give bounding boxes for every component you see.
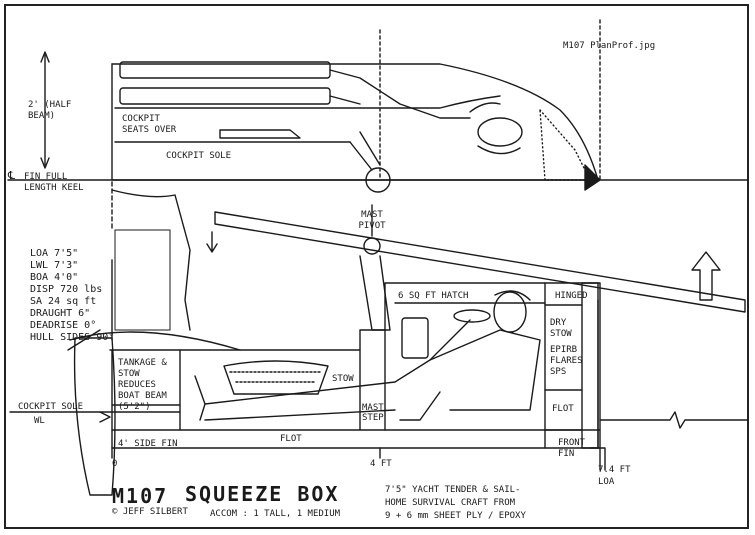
fin-keel-label: FIN FULL LENGTH KEEL [24, 172, 84, 193]
rudder [67, 329, 241, 496]
cockpit-seats-label: COCKPIT SEATS OVER [122, 114, 177, 135]
spec-lwl: LWL 7'3" [30, 260, 79, 271]
description-line-2: HOME SURVIVAL CRAFT FROM [385, 498, 516, 508]
profile-figure [194, 290, 541, 421]
spec-loa: LOA 7'5" [30, 248, 79, 259]
mast-step-label: MAST STEP [362, 403, 384, 423]
side-fin-label: 4' SIDE FIN [118, 439, 178, 449]
spec-list: LOA 7'5" LWL 7'3" BOA 4'0" DISP 720 lbs … [30, 248, 114, 344]
profile-hull [9, 259, 606, 471]
mast-boom [214, 204, 746, 331]
mast-pivot-label: MAST PIVOT [358, 210, 386, 231]
spec-draught: DRAUGHT 6" [30, 308, 91, 319]
half-beam-label: 2' (HALF BEAM) [28, 100, 72, 121]
model-number: M107 [112, 484, 169, 508]
scale-end: 7.4 FT LOA [598, 465, 631, 487]
stow-label: STOW [332, 374, 354, 384]
description-line-3: 9 + 6 mm SHEET PLY / EPOXY [385, 511, 526, 521]
file-label: M107 PlanProf.jpg [563, 41, 656, 51]
dry-stow-label: DRY STOW [550, 318, 572, 339]
flot-label-floor: FLOT [280, 434, 302, 444]
drawing-frame [4, 4, 749, 529]
accommodation: ACCOM : 1 TALL, 1 MEDIUM [210, 509, 341, 519]
epirb-label: EPIRB FLARES SPS [550, 345, 583, 377]
down-arrow [206, 231, 218, 253]
scale-bar [111, 411, 749, 471]
flot-label-bow: FLOT [552, 404, 574, 414]
spec-boa: BOA 4'0" [30, 272, 79, 283]
spec-disp: DISP 720 lbs [30, 284, 103, 295]
fin-symbol: ℄ [8, 169, 16, 182]
scale-mid: 4 FT [370, 459, 392, 469]
plan-figure [119, 61, 523, 193]
description-line-1: 7'5" YACHT TENDER & SAIL- [385, 485, 521, 495]
boat-name: SQUEEZE BOX [185, 482, 340, 506]
half-beam-arrow [40, 51, 50, 169]
scale-zero: 0 [112, 459, 118, 469]
copyright: © JEFF SILBERT [112, 507, 188, 517]
profile-cockpit-sole-label: COCKPIT SOLE [18, 402, 84, 412]
tankage-label: TANKAGE & STOW REDUCES BOAT BEAM (5'2") [118, 358, 167, 412]
spec-deadrise: DEADRISE 0° [30, 320, 97, 331]
spec-hull-sides: HULL SIDES 90° [30, 332, 115, 343]
cutaway-line [111, 189, 191, 331]
front-fin-label: FRONT FIN [558, 438, 586, 459]
wl-label: WL [34, 416, 45, 426]
hinged-label: HINGED [555, 291, 588, 301]
spec-sa: SA 24 sq ft [30, 296, 97, 307]
hatch-label: 6 SQ FT HATCH [398, 291, 469, 301]
up-arrow [691, 251, 721, 301]
plan-cockpit-sole-label: COCKPIT SOLE [166, 151, 232, 161]
